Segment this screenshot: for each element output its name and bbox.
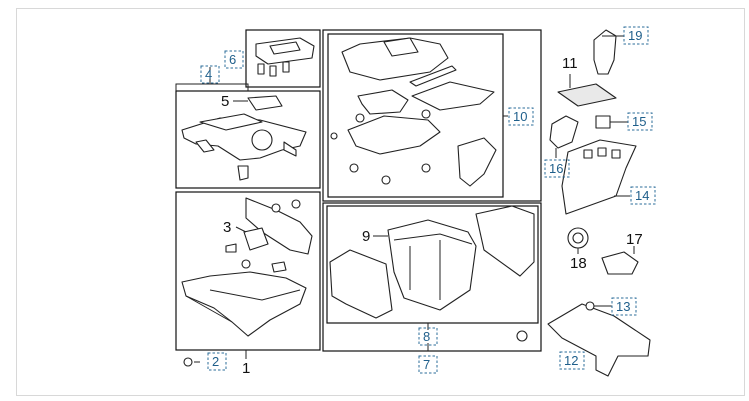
callout-16: 16: [549, 161, 563, 176]
callout-box-8: [418, 327, 438, 346]
storage-mat: [557, 83, 617, 107]
callout-18: 18: [570, 255, 587, 272]
upper-console-panel: [181, 95, 307, 181]
callout-19: 19: [628, 28, 642, 43]
lower-console-tray: [181, 197, 313, 337]
cigarette-lighter: [601, 251, 639, 275]
callout-5: 5: [221, 93, 229, 110]
callout-box-14: [630, 186, 656, 205]
group-box-7-lower: [322, 202, 542, 352]
callout-box-19: [623, 26, 649, 45]
callout-14: 14: [635, 188, 649, 203]
shift-knob: [593, 29, 617, 75]
callout-7: 7: [423, 357, 430, 372]
callout-box-7: [418, 355, 438, 374]
callout-13: 13: [616, 299, 630, 314]
callout-15: 15: [632, 114, 646, 129]
callout-17: 17: [626, 231, 643, 248]
callout-1: 1: [242, 360, 250, 377]
switch-right: [595, 115, 611, 129]
screw-2: [183, 357, 193, 367]
switch-bezel-left: [549, 115, 579, 149]
callout-11: 11: [562, 55, 578, 72]
group-box-8: [326, 205, 539, 324]
air-duct: [547, 303, 651, 377]
callout-box-12: [559, 351, 585, 370]
callout-box-4: [200, 65, 220, 84]
callout-2: 2: [212, 354, 219, 369]
callout-12: 12: [564, 353, 578, 368]
callout-box-15: [627, 112, 653, 131]
group-box-1: [175, 191, 321, 351]
callout-6: 6: [229, 52, 236, 67]
callout-box-6: [224, 50, 244, 69]
callout-10: 10: [513, 109, 527, 124]
callout-box-2: [207, 352, 227, 371]
bezel-clip-parts: [255, 37, 315, 77]
console-box-assembly: [329, 205, 535, 342]
rear-panel: [561, 139, 637, 215]
callout-box-13: [611, 297, 637, 316]
callout-8: 8: [423, 329, 430, 344]
callout-9: 9: [362, 228, 370, 245]
diagram-frame: [16, 8, 745, 396]
power-outlet-socket: [567, 227, 589, 249]
callout-3: 3: [223, 219, 231, 236]
armrest-lid-assembly: [330, 37, 497, 187]
group-box-7-upper: [322, 29, 542, 202]
leader-lines: [175, 35, 635, 363]
callout-4: 4: [205, 67, 212, 82]
callout-box-10: [508, 107, 534, 126]
group-box-6: [245, 29, 321, 88]
callout-box-16: [544, 159, 570, 178]
clip-13: [585, 301, 595, 311]
